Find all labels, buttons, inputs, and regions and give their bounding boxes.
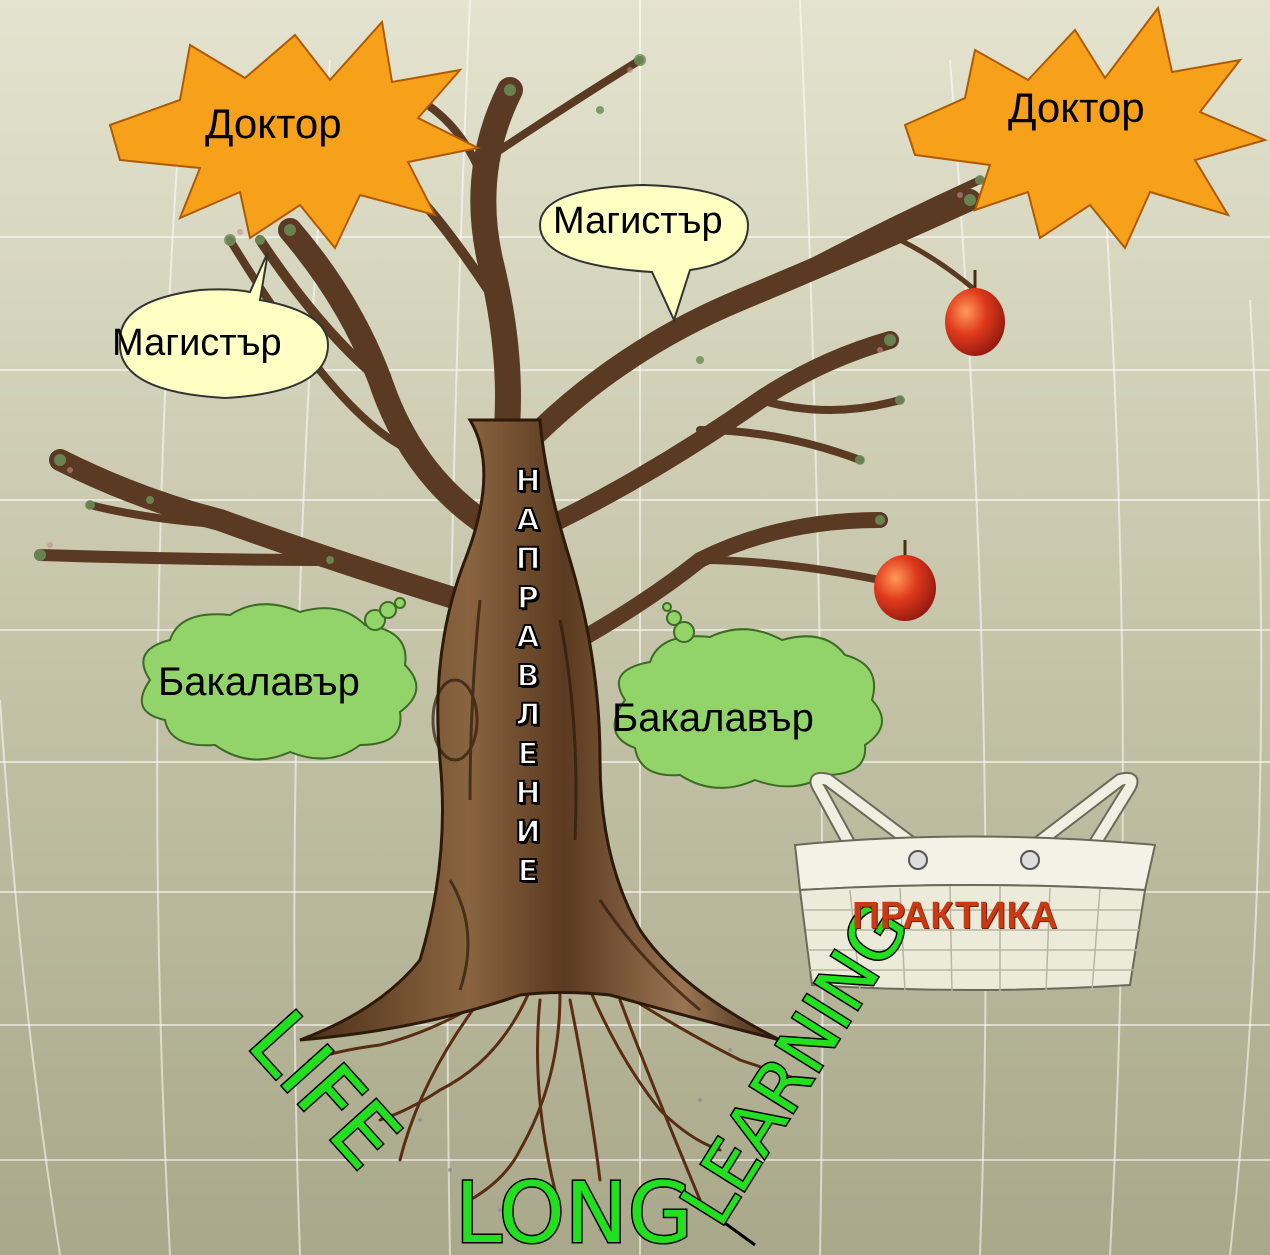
trunk-letter: Р [517, 579, 539, 618]
basket-label: ПРАКТИКА [852, 895, 1058, 938]
trunk-letter: Л [516, 696, 541, 735]
word-long: LONG [455, 1164, 693, 1255]
bachelor-label-left: Бакалавър [158, 660, 360, 705]
doctor-label-right: Доктор [1008, 84, 1145, 132]
master-label-center: Магистър [553, 200, 723, 243]
trunk-letter: Н [515, 774, 540, 813]
trunk-letter: А [516, 618, 539, 657]
master-label-left: Магистър [112, 322, 282, 365]
trunk-letter: И [515, 813, 540, 852]
trunk-letter: Е [518, 852, 539, 891]
trunk-letter: В [517, 657, 540, 696]
trunk-letter: Е [518, 735, 539, 774]
trunk-letter: П [515, 540, 540, 579]
trunk-letter: А [516, 501, 539, 540]
bachelor-label-right: Бакалавър [612, 696, 814, 741]
doctor-label-left: Доктор [205, 100, 342, 148]
trunk-letter: Н [515, 462, 540, 501]
